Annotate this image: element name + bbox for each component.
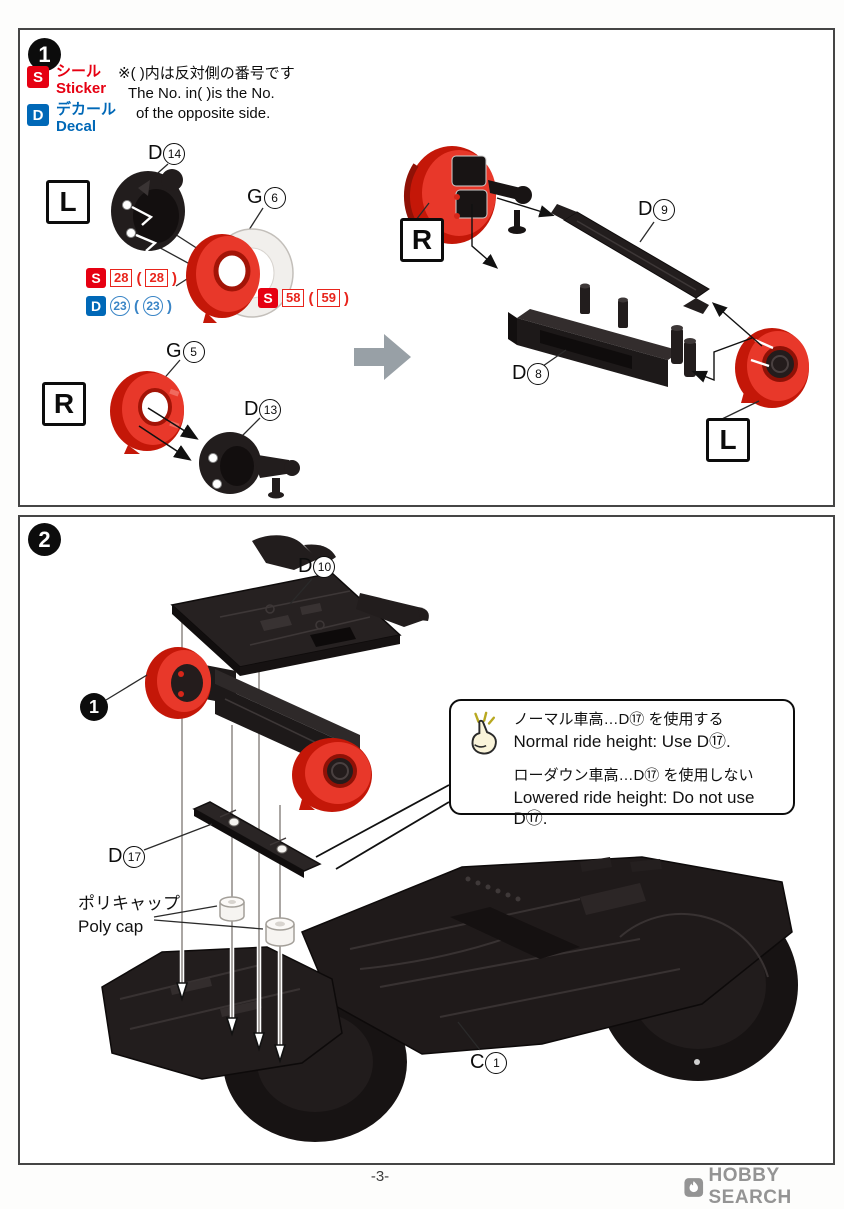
polycap-label-jp: ポリキャップ	[78, 893, 180, 916]
ride-height-callout: ノーマル車高…D⑰ を使用する Normal ride height: Use …	[449, 699, 795, 815]
sticker-badge: S	[27, 66, 49, 88]
callout-leader-lines	[316, 785, 449, 869]
decal-legend-en: Decal	[56, 118, 116, 135]
label-d17: D 17	[108, 845, 145, 868]
assembly-guide-lines	[177, 614, 285, 1061]
note-line2: The No. in( )is the No.	[118, 84, 358, 104]
lowered-ride-jp: ローダウン車高…D⑰ を使用しない	[513, 767, 783, 785]
hobby-search-watermark: HOBBY SEARCH	[684, 1165, 844, 1209]
step1-assembly-ref-badge: 1	[80, 693, 108, 721]
note-line3: of the opposite side.	[118, 104, 358, 124]
decal-legend-jp: デカール	[56, 101, 116, 118]
sticker-s-badge: S	[258, 288, 278, 308]
part-d9-bar	[551, 204, 709, 314]
assembly-arrows-left	[139, 408, 196, 459]
note-line1: ※( )内は反対側の番号です	[118, 64, 358, 84]
label-d8: D 8	[512, 362, 549, 385]
part-d14-hub	[111, 169, 185, 251]
step1-number: 1	[38, 42, 50, 68]
leader-l-box	[722, 401, 759, 419]
hobby-search-flame-icon	[684, 1176, 704, 1199]
label-g5: G 5	[166, 340, 205, 363]
decal-d-badge: D	[86, 296, 106, 316]
part-d13-hub	[199, 432, 300, 499]
step2-number: 2	[38, 527, 50, 553]
sticker-legend-en: Sticker	[56, 80, 106, 97]
decal-badge: D	[27, 104, 49, 126]
part-g5-drum	[110, 371, 184, 454]
normal-ride-jp: ノーマル車高…D⑰ を使用する	[513, 711, 783, 729]
step1-panel: 1 S シール Sticker D デカール Decal ※( )内は反対側の番…	[18, 28, 835, 507]
sticker-row-28: S 28 ( 28 )	[86, 268, 177, 288]
left-side-box: L	[46, 180, 90, 224]
poly-caps	[220, 897, 294, 946]
step2-panel: 2 D 10 1 ノーマル車高…D⑰ を使用する Normal ride hei…	[18, 515, 835, 1165]
assembly-step1-ref	[145, 647, 372, 812]
hobby-search-text: HOBBY SEARCH	[709, 1165, 844, 1209]
label-d13: D 13	[244, 398, 281, 421]
polycap-label-en: Poly cap	[78, 916, 180, 939]
pointing-hand-icon	[463, 711, 503, 763]
sticker-legend: シール Sticker	[56, 63, 106, 98]
polycap-label: ポリキャップ Poly cap	[78, 893, 180, 939]
label-d10: D 10	[298, 555, 335, 578]
label-c1: C 1	[470, 1051, 507, 1074]
leader-c1	[458, 1022, 480, 1050]
part-g6-drum	[186, 229, 293, 323]
decal-row-23: D 23 ( 23 )	[86, 296, 172, 316]
part-c1-chassis	[102, 857, 798, 1142]
part-d17-plate	[194, 802, 320, 878]
right-side-box-assembled: R	[400, 218, 444, 262]
sticker-row-58: S 58 ( 59 )	[258, 288, 349, 308]
sticker-s-badge: S	[86, 268, 106, 288]
leader-ref-badge	[106, 675, 147, 700]
step2-number-badge: 2	[28, 523, 61, 556]
right-side-box: R	[42, 382, 86, 426]
part-l-drum	[735, 328, 809, 408]
next-arrow	[354, 334, 411, 380]
lowered-ride-en: Lowered ride height: Do not use D⑰.	[513, 788, 783, 829]
step2-illustration	[20, 517, 833, 1163]
leader-d9	[640, 222, 654, 242]
sticker-legend-jp: シール	[56, 63, 106, 80]
assembly-arrows-right	[472, 198, 552, 267]
assembly-arrows-l-drum	[694, 304, 762, 380]
label-d9: D 9	[638, 198, 675, 221]
page-number: -3-	[350, 1168, 410, 1185]
left-side-box-assembled: L	[706, 418, 750, 462]
decal-legend: デカール Decal	[56, 101, 116, 136]
leader-d10	[290, 579, 312, 604]
ride-height-text: ノーマル車高…D⑰ を使用する Normal ride height: Use …	[513, 711, 783, 805]
normal-ride-en: Normal ride height: Use D⑰.	[513, 732, 783, 752]
opposite-side-note: ※( )内は反対側の番号です The No. in( )is the No. o…	[118, 64, 358, 123]
leader-d17	[144, 824, 212, 850]
label-g6: G 6	[247, 186, 286, 209]
label-d14: D 14	[148, 142, 185, 165]
